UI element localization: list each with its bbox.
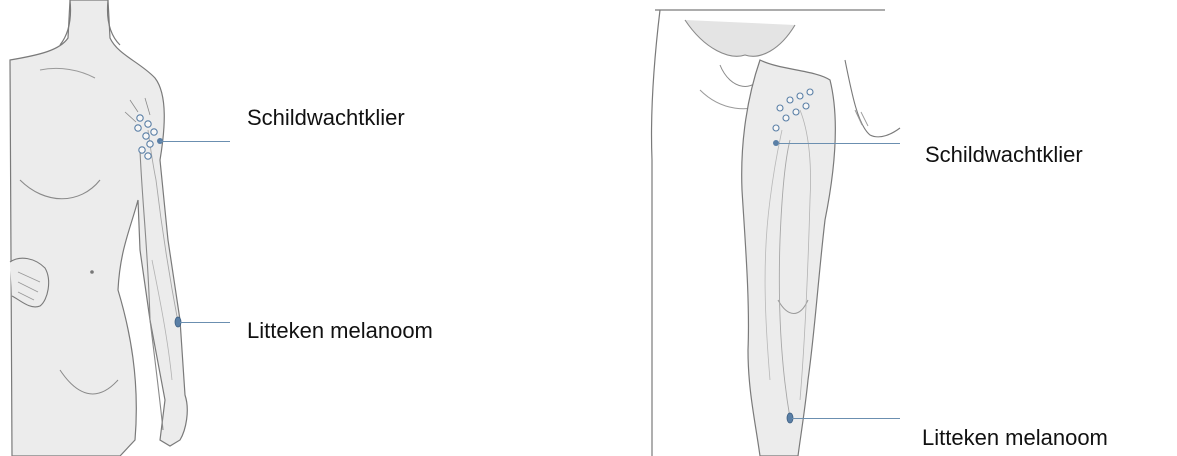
arm-scar-label: Litteken melanoom	[247, 320, 433, 342]
leg-node-leader-line	[778, 143, 900, 144]
hand-at-side	[845, 60, 900, 137]
leg-node-label: Schildwachtklier	[925, 144, 1083, 166]
arm-node-label: Schildwachtklier	[247, 107, 405, 129]
arm-illustration	[0, 0, 240, 456]
arm-node-leader-line	[160, 141, 230, 142]
leg-illustration	[630, 0, 912, 456]
arm-scar-leader-line	[180, 322, 230, 323]
torso-arm-drawing	[0, 0, 240, 456]
leg-scar-leader-line	[792, 418, 900, 419]
pelvis-bone	[685, 20, 795, 56]
pelvis-leg-drawing	[630, 0, 912, 456]
body-silhouette	[10, 0, 187, 456]
leg-scar-label: Litteken melanoom	[922, 427, 1108, 449]
navel	[90, 270, 94, 274]
